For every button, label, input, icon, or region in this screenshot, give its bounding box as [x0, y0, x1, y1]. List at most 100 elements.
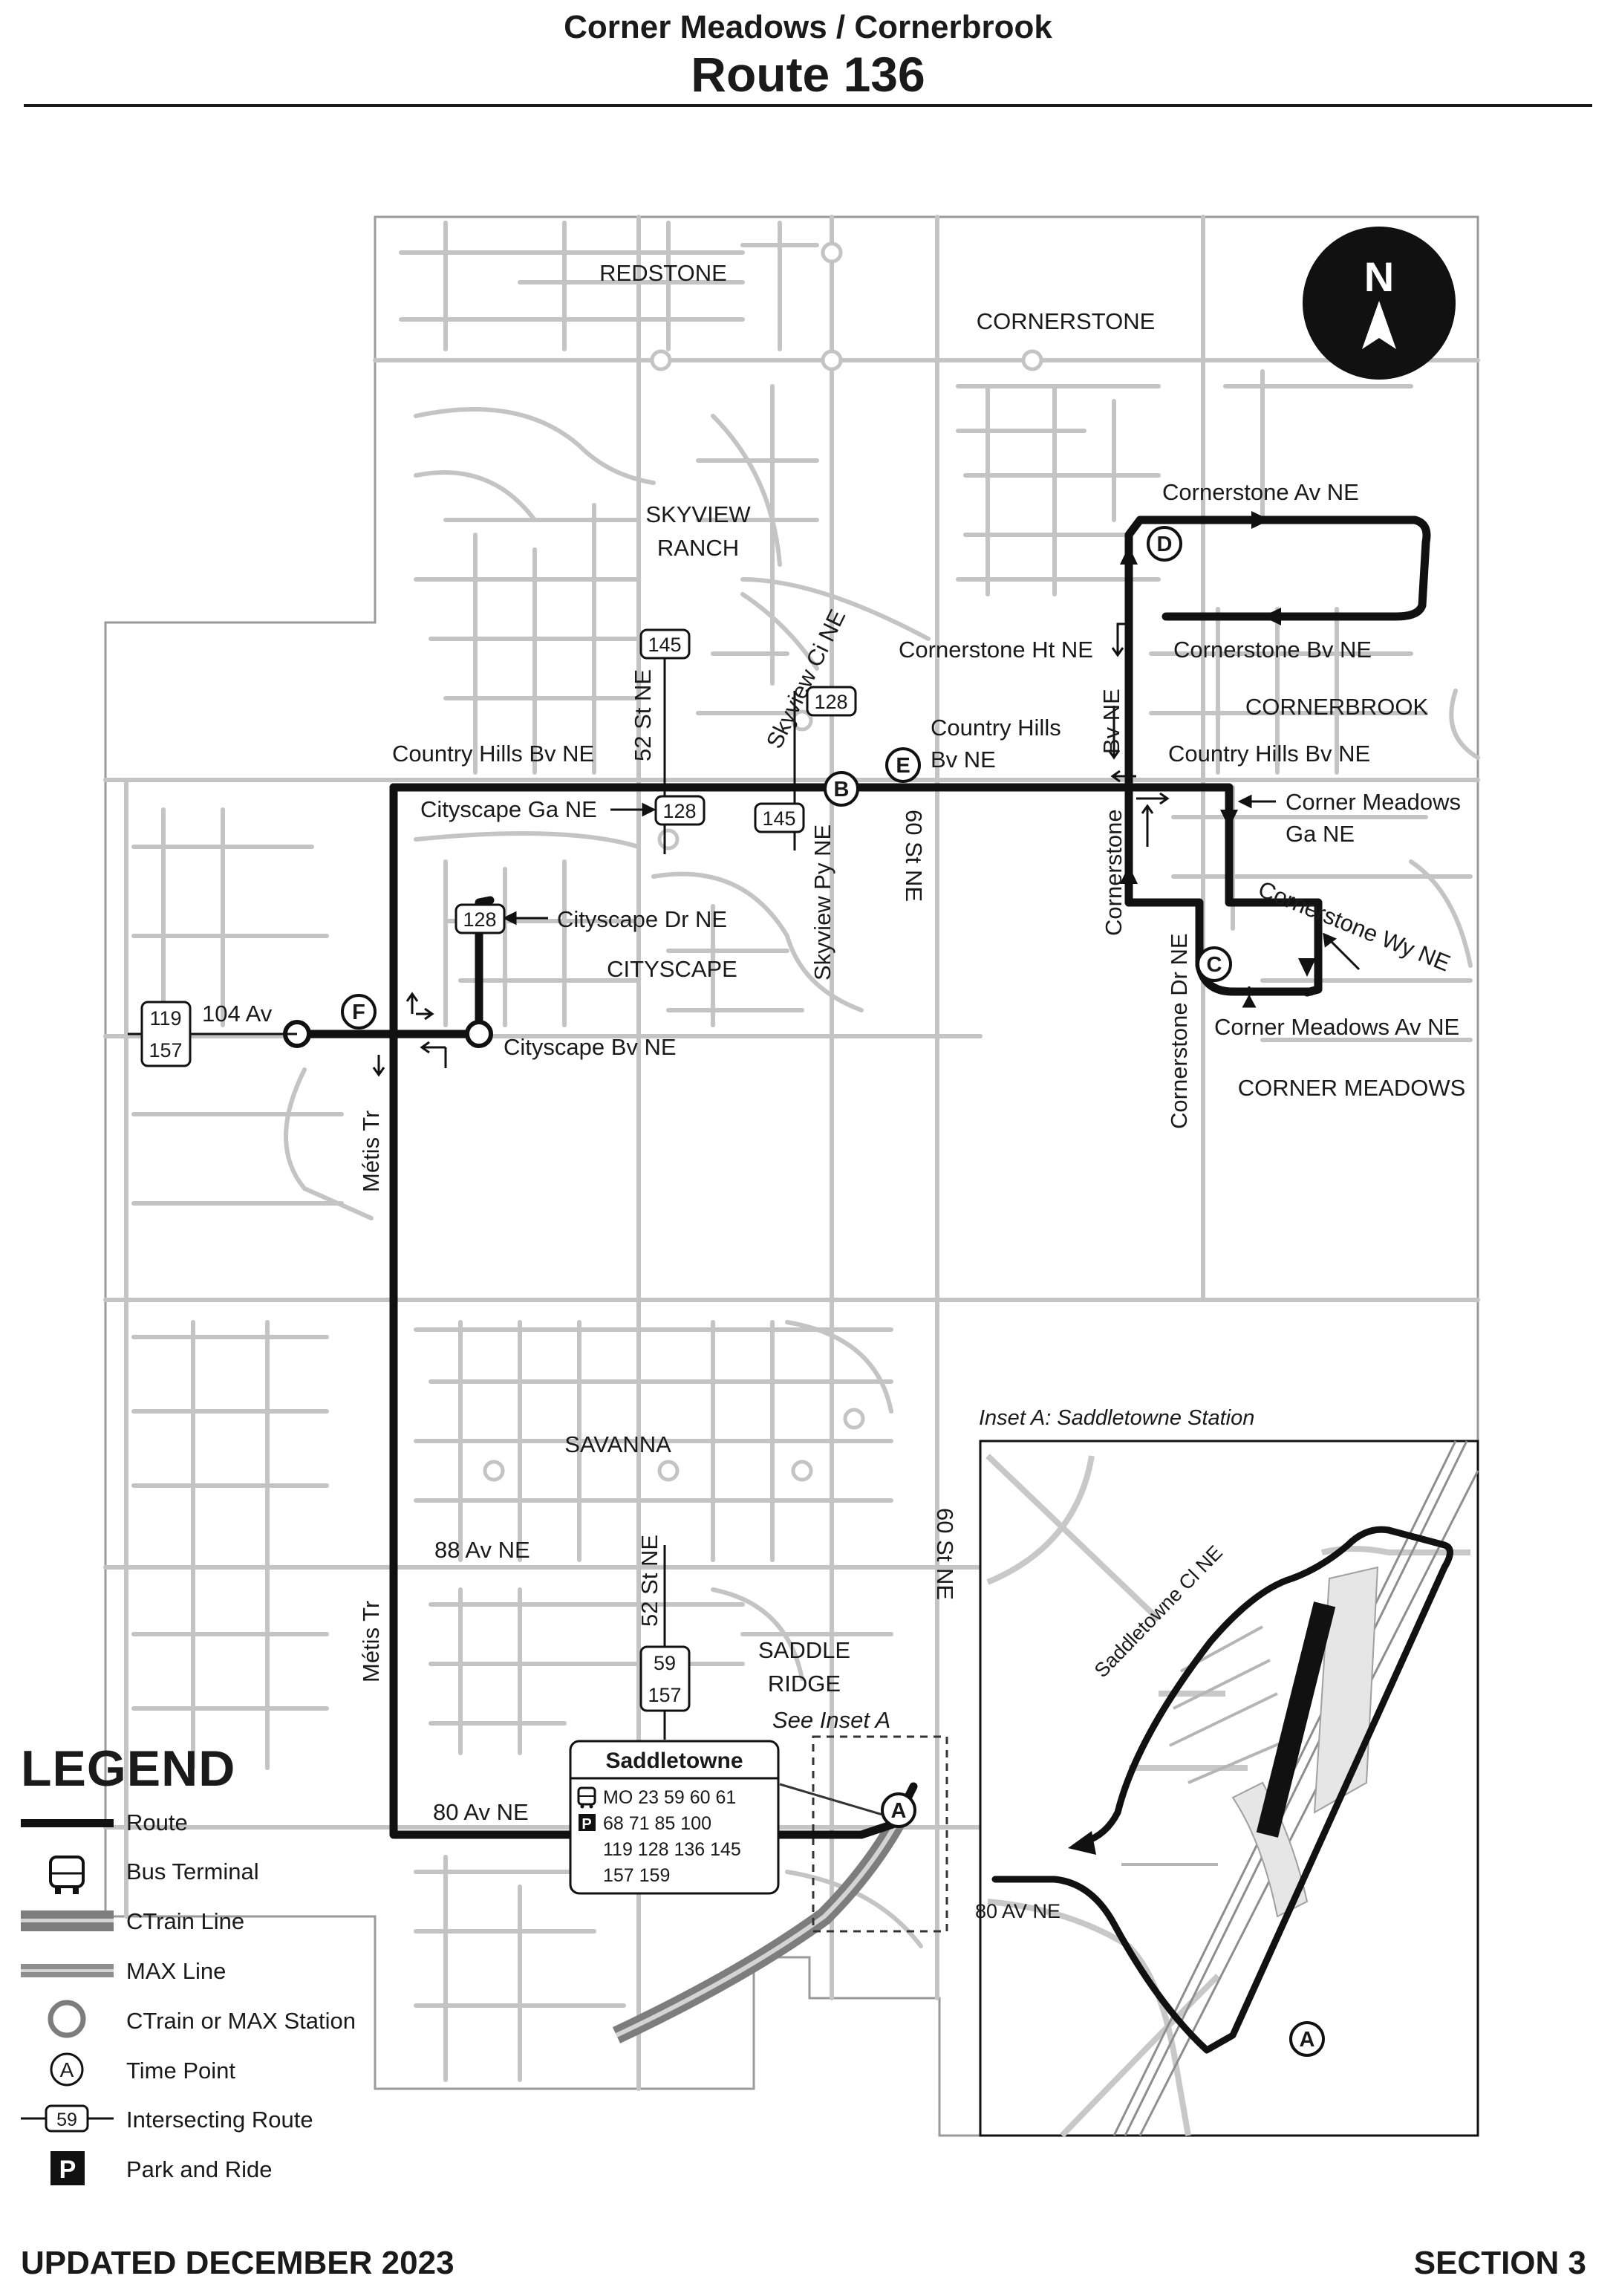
street-80-av: 80 Av NE	[433, 1799, 529, 1825]
inset-timepoint-A: A	[1289, 2021, 1325, 2057]
north-label: N	[1364, 253, 1394, 300]
inset-reference-box	[812, 1735, 948, 1933]
street-country-hills-mid-line1: Country Hills	[931, 715, 1061, 741]
street-52st-south: 52 St NE	[636, 1535, 662, 1627]
svg-text:F: F	[352, 1001, 365, 1024]
street-country-hills-west: Country Hills Bv NE	[392, 741, 594, 767]
legend-park-and-ride-icon: P	[50, 2151, 85, 2185]
community-redstone: REDSTONE	[599, 260, 727, 286]
route-128-cityscape-dr-box: 128	[454, 903, 506, 934]
svg-text:E: E	[896, 754, 910, 778]
street-metis-south: Métis Tr	[358, 1601, 384, 1682]
terminal-bus-routes: MO 23 59 60 61	[603, 1787, 736, 1808]
park-and-ride-icon: P	[579, 1814, 596, 1832]
route-119-157-box: 119 157	[128, 1001, 297, 1067]
street-cityscape-ga: Cityscape Ga NE	[420, 796, 597, 822]
svg-text:128: 128	[814, 691, 847, 713]
street-104-av: 104 Av	[202, 1001, 273, 1027]
timepoint-D: D	[1147, 526, 1182, 562]
terminal-name: Saddletowne	[605, 1749, 743, 1773]
roundabouts	[483, 241, 1043, 1482]
svg-text:A: A	[1300, 2028, 1315, 2052]
community-cornerstone: CORNERSTONE	[977, 308, 1156, 334]
route-128-skyview-box: 128	[806, 686, 857, 717]
svg-text:157: 157	[648, 1684, 681, 1706]
street-network	[103, 215, 1480, 2091]
route-direction-arrows	[1120, 511, 1316, 977]
street-corner-meadows-av: Corner Meadows Av NE	[1214, 1014, 1459, 1040]
legend-label-park-and-ride: Park and Ride	[126, 2156, 273, 2182]
route-title: Route 136	[691, 47, 925, 102]
street-52st-north: 52 St NE	[630, 669, 656, 761]
legend-symbols: A 59 P	[21, 1819, 114, 2185]
timepoint-F: F	[341, 994, 377, 1030]
svg-text:P: P	[59, 2156, 76, 2184]
route-59-157-box: 59 157	[639, 1545, 691, 1740]
svg-text:D: D	[1157, 533, 1173, 556]
ctrain-line	[612, 1801, 914, 2043]
map-subtitle: Corner Meadows / Cornerbrook	[564, 9, 1052, 45]
community-skyview-line1: SKYVIEW	[645, 501, 751, 527]
community-skyview-line2: RANCH	[657, 535, 739, 561]
street-88-av: 88 Av NE	[434, 1537, 530, 1563]
timepoints: A B C D E F	[341, 526, 1232, 1828]
legend-label-route: Route	[126, 1809, 188, 1835]
header-rule	[24, 104, 1592, 107]
section-label: SECTION 3	[1413, 2245, 1586, 2281]
community-labels: REDSTONE CORNERSTONE SKYVIEW RANCH CORNE…	[564, 260, 1465, 1697]
route-145-skyview-py-box: 145	[754, 802, 805, 833]
svg-text:59: 59	[654, 1652, 676, 1674]
terminal-routes-line4: 157 159	[603, 1865, 670, 1886]
street-country-hills-east: Country Hills Bv NE	[1168, 741, 1370, 767]
saddletowne-terminal-box: Saddletowne MO 23 59 60 61 P 68 71 85 10…	[569, 1740, 780, 1895]
legend-label-max: MAX Line	[126, 1958, 227, 1984]
turn-arrows	[372, 622, 1170, 1077]
community-cornerbrook: CORNERBROOK	[1245, 694, 1429, 720]
north-arrow-icon: N	[1303, 227, 1456, 380]
community-saddle-ridge-line2: RIDGE	[768, 1671, 841, 1697]
svg-text:145: 145	[762, 807, 795, 830]
svg-text:P: P	[581, 1816, 591, 1832]
inset-street-80-av: 80 AV NE	[975, 1900, 1060, 1922]
community-cityscape: CITYSCAPE	[607, 956, 737, 982]
legend-max-line	[21, 1964, 114, 1977]
street-cityscape-dr: Cityscape Dr NE	[557, 906, 727, 932]
legend-label-ctrain: CTrain Line	[126, 1908, 245, 1934]
street-cornerstone-bv: Cornerstone Bv NE	[1173, 637, 1372, 663]
inset-a: Inset A: Saddletowne Station	[975, 1406, 1479, 2138]
community-saddle-ridge-line1: SADDLE	[758, 1637, 850, 1663]
legend-label-intersecting-route: Intersecting Route	[126, 2107, 313, 2133]
timepoint-C: C	[1196, 946, 1232, 982]
intersecting-routes: 145 128 128 145 128 119 157 59 157	[128, 628, 857, 1740]
svg-text:119: 119	[149, 1007, 181, 1030]
svg-text:157: 157	[149, 1039, 182, 1061]
timepoint-B: B	[824, 771, 859, 807]
legend-bus-terminal-icon	[49, 1856, 85, 1894]
street-60st-north: 60 St NE	[901, 810, 927, 902]
svg-text:59: 59	[56, 2110, 77, 2130]
route-128-cityscape-ga-box: 128	[654, 795, 706, 826]
legend-intersecting-route-icon: 59	[21, 2104, 114, 2133]
street-cityscape-bv: Cityscape Bv NE	[504, 1034, 677, 1060]
street-skyview-py: Skyview Py NE	[809, 825, 835, 980]
street-cornerstone-bv-vertical-line2: Bv NE	[1098, 689, 1124, 754]
svg-text:A: A	[891, 1799, 907, 1823]
legend-label-bus-terminal: Bus Terminal	[126, 1858, 259, 1884]
street-cornerstone-dr: Cornerstone Dr NE	[1166, 933, 1192, 1129]
community-corner-meadows: CORNER MEADOWS	[1238, 1075, 1466, 1101]
svg-text:128: 128	[463, 908, 496, 931]
legend-label-station: CTrain or MAX Station	[126, 2008, 356, 2034]
svg-text:A: A	[60, 2058, 74, 2081]
street-cornerstone-bv-vertical-line1: Cornerstone	[1101, 809, 1127, 936]
street-cornerstone-ht: Cornerstone Ht NE	[899, 637, 1093, 663]
timepoint-E: E	[885, 747, 921, 783]
street-60st-south: 60 St NE	[932, 1508, 958, 1600]
inset-pointer-line	[779, 1783, 888, 1818]
legend-title: LEGEND	[21, 1740, 236, 1797]
updated-date: UPDATED DECEMBER 2023	[21, 2245, 454, 2281]
timepoint-A: A	[881, 1792, 916, 1828]
street-cornerstone-wy: Cornerstone Wy NE	[1254, 876, 1453, 977]
svg-text:C: C	[1207, 953, 1222, 977]
street-cornerstone-av: Cornerstone Av NE	[1162, 479, 1359, 505]
svg-text:145: 145	[648, 634, 681, 656]
